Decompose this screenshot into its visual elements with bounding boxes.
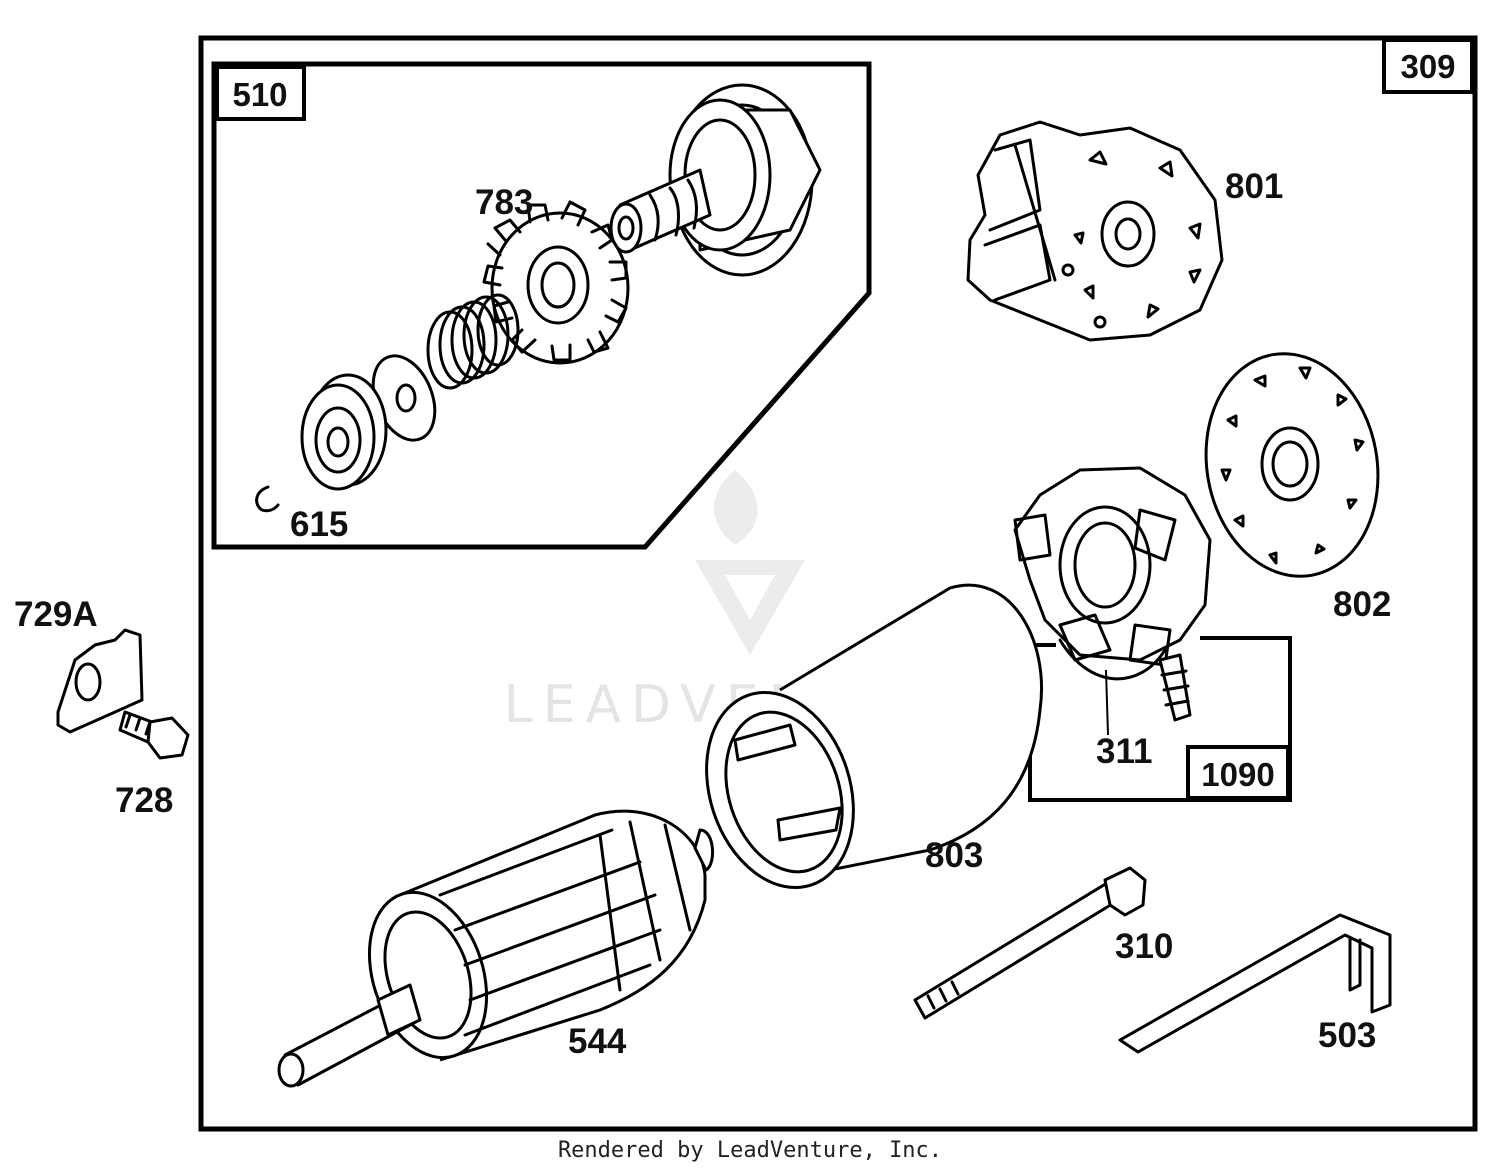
motor-frame-part — [705, 583, 1043, 890]
label-544: 544 — [568, 1022, 627, 1061]
main-frame — [198, 35, 1478, 1132]
footer-credit: Rendered by LeadVenture, Inc. — [558, 1138, 942, 1163]
brush-holder-part — [1013, 466, 1212, 722]
bracket-part — [1118, 913, 1392, 1054]
label-503: 503 — [1318, 1016, 1376, 1055]
brush-box-label: 1090 — [1201, 756, 1274, 793]
label-729a: 729A — [14, 595, 98, 634]
armature-part — [277, 809, 714, 1088]
drive-assembly-frame — [211, 61, 872, 550]
label-310: 310 — [1115, 927, 1173, 966]
mounting-bracket-part — [56, 628, 144, 734]
label-803: 803 — [925, 836, 983, 875]
label-728: 728 — [115, 781, 173, 820]
watermark-v-icon — [695, 560, 805, 655]
leader-line-311 — [1105, 669, 1109, 736]
drive-box-label: 510 — [232, 76, 287, 113]
drive-box-tag — [215, 65, 306, 121]
watermark-flame-icon — [714, 470, 758, 545]
main-box-label: 309 — [1400, 48, 1455, 85]
end-cap-plate-part — [966, 120, 1224, 342]
brush-box-tag — [1186, 745, 1290, 800]
label-801: 801 — [1225, 167, 1283, 206]
label-311: 311 — [1096, 732, 1152, 771]
screw-part — [118, 710, 190, 760]
retaining-ring-part — [255, 485, 280, 513]
through-bolt-part — [913, 866, 1147, 1020]
label-802: 802 — [1333, 585, 1391, 624]
end-cap-disc-part — [1204, 352, 1380, 578]
label-615: 615 — [290, 505, 348, 544]
main-box-tag — [1382, 38, 1474, 94]
spring-part — [426, 293, 520, 390]
pinion-gear-part — [482, 200, 630, 365]
label-783: 783 — [475, 183, 533, 222]
stop-collar-part — [300, 373, 388, 491]
drive-housing-part — [609, 83, 822, 277]
